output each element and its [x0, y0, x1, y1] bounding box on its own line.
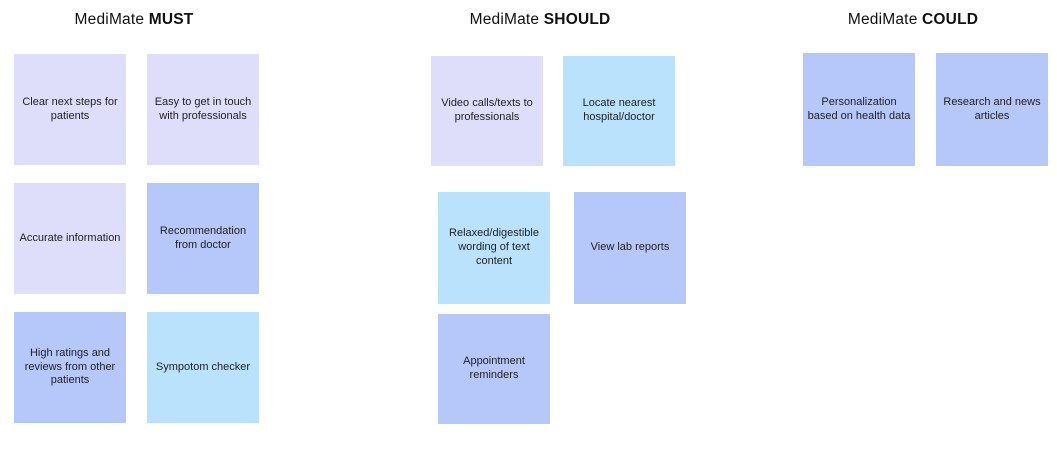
sticky-note-accurate-information[interactable]: Accurate information — [14, 183, 126, 294]
sticky-note-label: Recommendation from doctor — [159, 224, 247, 251]
column-title-could: MediMate COULD — [848, 11, 978, 29]
sticky-note-locate-nearest[interactable]: Locate nearest hospital/doctor — [563, 56, 675, 166]
column-title-should-prefix: MediMate — [469, 11, 544, 28]
sticky-note-label: Clear next steps for patients — [22, 95, 118, 122]
sticky-note-clear-next-steps[interactable]: Clear next steps for patients — [14, 54, 126, 165]
column-title-must-keyword: MUST — [148, 11, 194, 28]
sticky-note-label: Relaxed/digestible wording of text conte… — [449, 227, 539, 267]
sticky-note-label: Easy to get in touch with professionals — [154, 95, 252, 122]
sticky-note-label: Locate nearest hospital/doctor — [582, 97, 656, 123]
sticky-note-label: Personalization based on health data — [807, 95, 911, 122]
sticky-note-label: Appointment reminders — [463, 355, 525, 381]
column-title-could-prefix: MediMate — [847, 11, 923, 28]
sticky-note-label: Sympotom checker — [155, 360, 251, 373]
sticky-note-video-calls[interactable]: Video calls/texts to professionals — [431, 56, 543, 166]
sticky-note-label: Video calls/texts to professionals — [441, 97, 533, 123]
sticky-note-label: High ratings and reviews from other pati… — [24, 346, 116, 387]
sticky-note-label: Research and news articles — [943, 95, 1041, 122]
column-title-could-keyword: COULD — [922, 11, 979, 28]
column-title-must-prefix: MediMate — [74, 11, 149, 28]
sticky-note-label: View lab reports — [590, 241, 670, 254]
column-title-should-keyword: SHOULD — [543, 11, 611, 28]
sticky-note-view-lab-reports[interactable]: View lab reports — [574, 192, 686, 304]
sticky-note-recommendation-from-doctor[interactable]: Recommendation from doctor — [147, 183, 259, 294]
sticky-note-high-ratings[interactable]: High ratings and reviews from other pati… — [14, 312, 126, 423]
sticky-note-symptom-checker[interactable]: Sympotom checker — [147, 312, 259, 423]
sticky-note-appointment-reminders[interactable]: Appointment reminders — [438, 314, 550, 424]
sticky-note-label: Accurate information — [19, 231, 121, 244]
sticky-note-personalization[interactable]: Personalization based on health data — [803, 53, 915, 166]
column-title-should: MediMate SHOULD — [470, 11, 611, 29]
column-title-must: MediMate MUST — [75, 11, 194, 29]
sticky-note-easy-to-get-in-touch[interactable]: Easy to get in touch with professionals — [147, 54, 259, 165]
sticky-note-research-news[interactable]: Research and news articles — [936, 53, 1048, 166]
sticky-note-relaxed-wording[interactable]: Relaxed/digestible wording of text conte… — [438, 192, 550, 304]
